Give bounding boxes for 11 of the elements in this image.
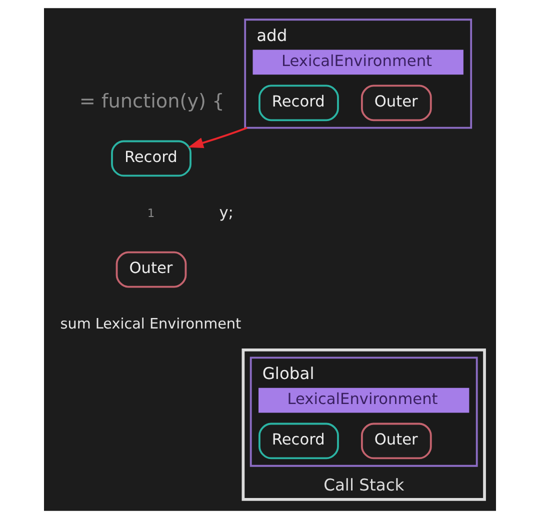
label: = function(y) { — [79, 90, 224, 113]
label: y; — [219, 204, 234, 222]
arrow — [188, 126, 248, 148]
label: 1 — [147, 206, 155, 220]
node-box: Outer — [116, 251, 187, 288]
label: sum Lexical Environment — [60, 316, 242, 332]
node-box: Record — [111, 140, 192, 177]
node-box: Outer — [360, 422, 432, 460]
node-box: Record — [258, 422, 339, 460]
node-box: Record — [258, 84, 339, 122]
node-box: Outer — [360, 84, 432, 122]
